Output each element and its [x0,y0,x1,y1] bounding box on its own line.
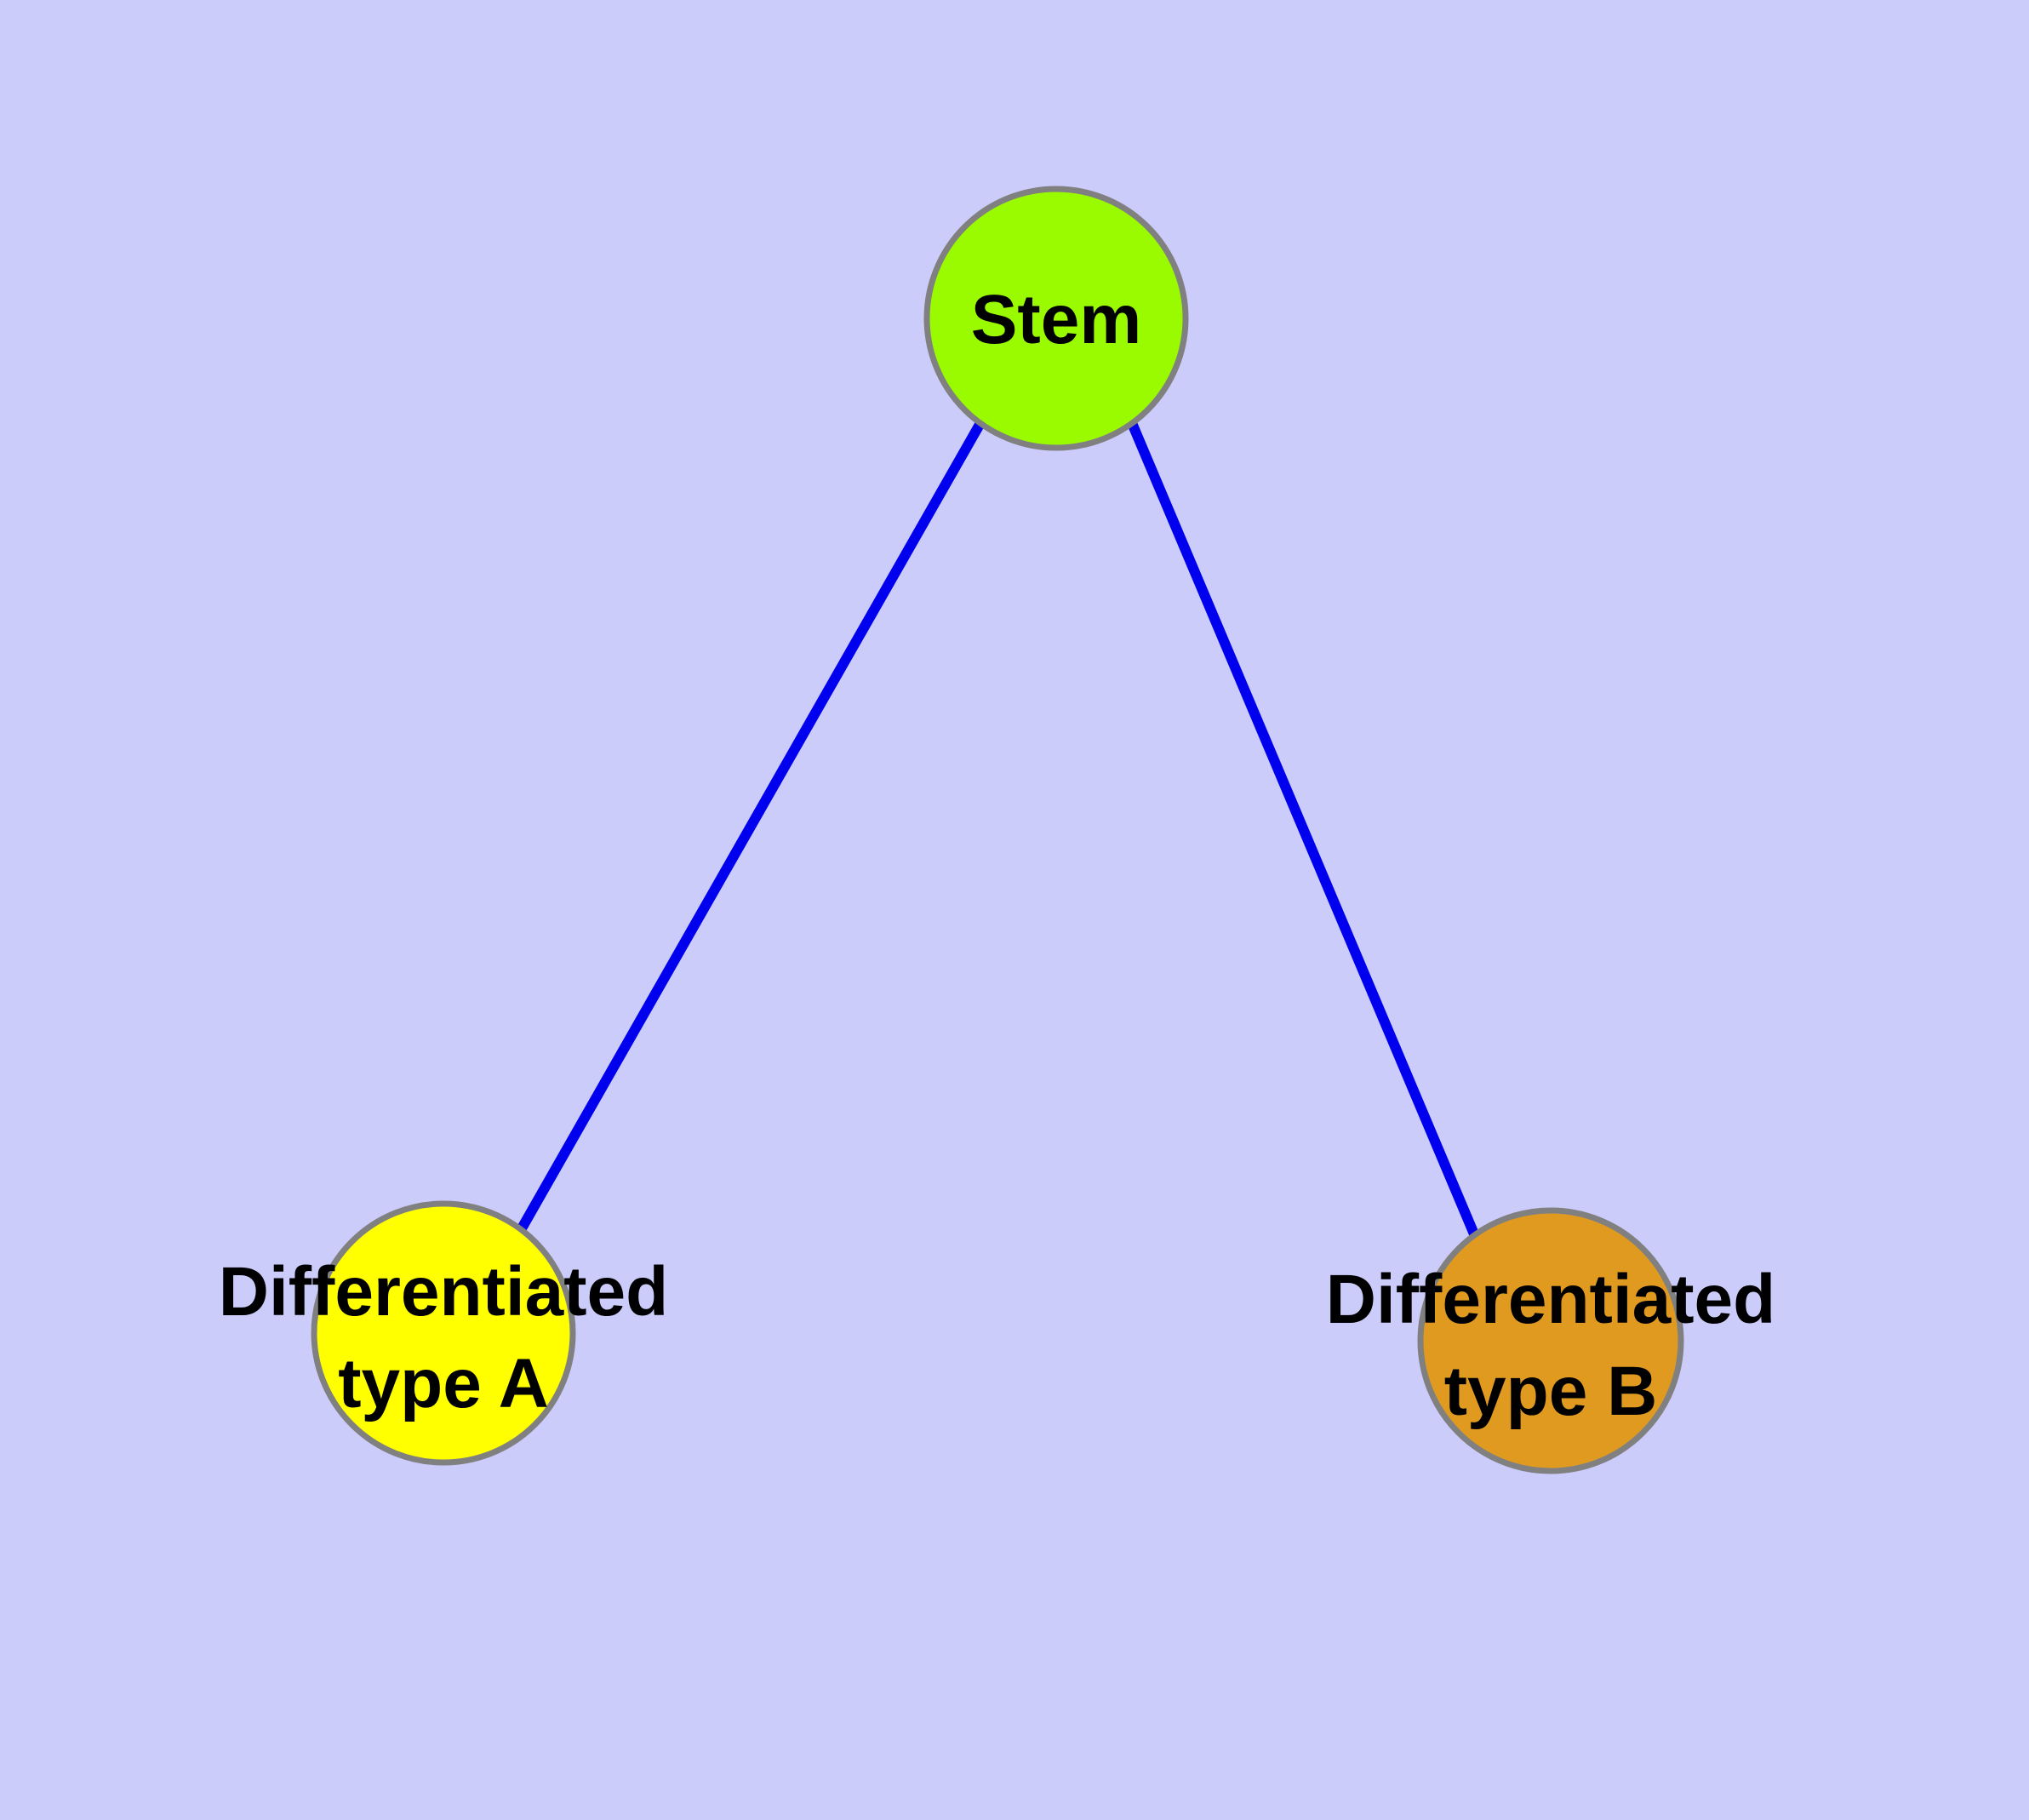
node-label-stem: Stem [971,281,1142,358]
node-circle-stem[interactable] [923,186,1189,451]
edge-stem-to-differentiated-b[interactable] [1127,421,1480,1239]
node-label-differentiated-b-line2: type B [1444,1353,1658,1430]
node-label-differentiated-a-line2: type A [338,1345,549,1422]
node-layer [311,186,1684,1474]
node-circle-differentiated-b[interactable] [1417,1207,1684,1474]
label-layer: Stem Differentiated type A Differentiate… [219,281,1776,1430]
node-label-differentiated-a-line1: Differentiated [219,1253,669,1331]
edge-layer [517,421,1480,1239]
edge-stem-to-differentiated-a[interactable] [517,421,986,1231]
node-circle-differentiated-a[interactable] [311,1200,576,1466]
node-label-differentiated-b-line1: Differentiated [1326,1261,1776,1338]
